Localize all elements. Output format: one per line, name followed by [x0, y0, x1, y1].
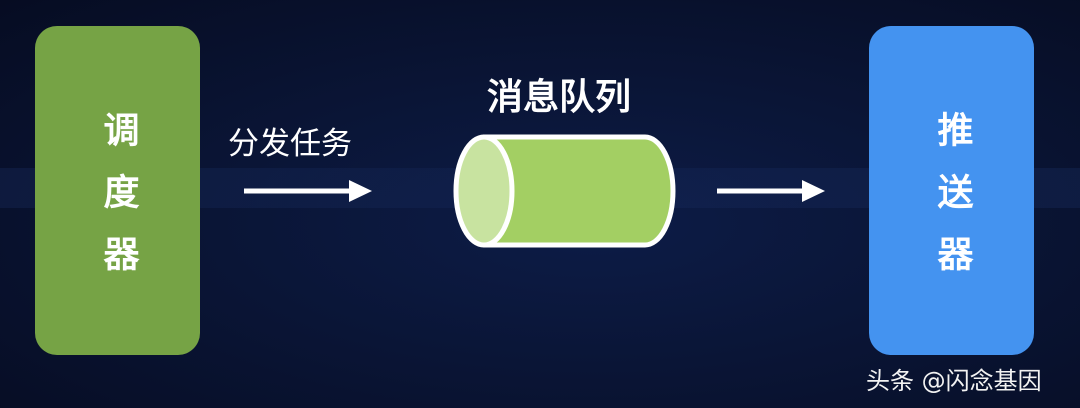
message-queue-cylinder [453, 134, 676, 248]
dispatch-task-label: 分发任务 [228, 126, 352, 162]
scheduler-label: 调度器 [97, 110, 139, 297]
message-queue-title: 消息队列 [487, 77, 632, 118]
scheduler-node: 调度器 [35, 26, 200, 355]
pusher-node: 推送器 [869, 26, 1034, 355]
watermark: 头条 @闪念基因 [866, 367, 1042, 395]
arrow-dispatch [244, 180, 372, 202]
pusher-label: 推送器 [931, 110, 973, 297]
arrow-push [717, 180, 825, 202]
